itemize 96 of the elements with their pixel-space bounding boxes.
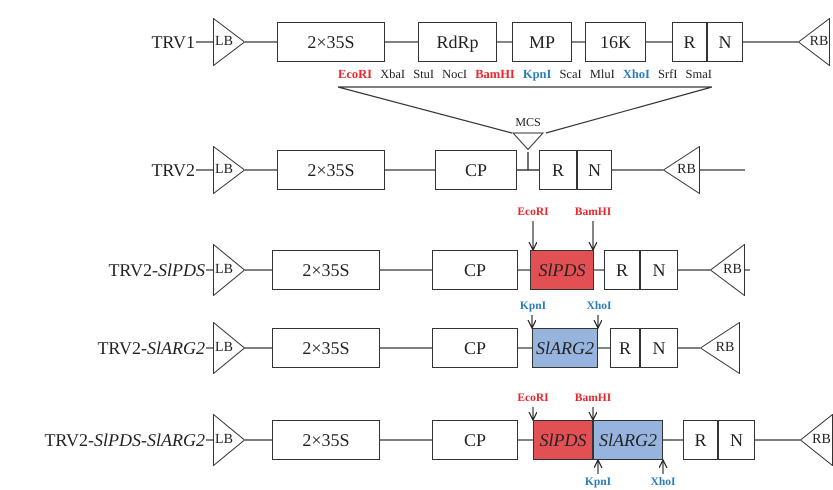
backbone-line — [678, 347, 700, 349]
restriction-site-label: NocI — [442, 67, 468, 82]
backbone-line — [385, 41, 418, 43]
element-box: CP — [432, 420, 518, 460]
restriction-site-label: EcoRI — [510, 391, 556, 405]
border-triangle: LB — [213, 322, 245, 374]
border-triangle: LB — [213, 414, 245, 466]
backbone-line — [518, 439, 533, 441]
element-box: R — [610, 328, 640, 368]
backbone-line — [196, 41, 213, 43]
element-box: N — [707, 22, 743, 62]
backbone-line — [700, 169, 745, 171]
restriction-site-label: EcoRI — [338, 67, 372, 82]
element-box: R — [683, 420, 718, 460]
element-box: 2×35S — [272, 420, 380, 460]
element-box: MP — [512, 22, 572, 62]
backbone-line — [594, 269, 604, 271]
leader-arrow — [588, 221, 598, 251]
gene-insert-box: SlARG2 — [532, 328, 598, 368]
border-triangle: RB — [798, 18, 830, 66]
element-box: N — [718, 420, 755, 460]
element-box: CP — [432, 328, 518, 368]
leader-arrow — [593, 459, 603, 474]
backbone-line — [497, 41, 512, 43]
backbone-line — [518, 347, 532, 349]
border-triangle: RB — [710, 244, 745, 296]
restriction-site-label: XhoI — [622, 67, 650, 82]
restriction-site-label: MluI — [590, 67, 615, 82]
border-triangle: RB — [800, 414, 833, 466]
restriction-site-label: EcoRI — [510, 205, 556, 219]
element-box: 2×35S — [272, 250, 380, 290]
backbone-line — [755, 439, 800, 441]
element-box: R — [539, 150, 577, 190]
element-box: N — [640, 250, 678, 290]
restriction-site-label: BamHI — [570, 391, 616, 405]
element-box: RdRp — [418, 22, 497, 62]
backbone-line — [245, 41, 277, 43]
construct-name: TRV2-SlARG2 — [60, 336, 205, 360]
backbone-line — [380, 439, 432, 441]
backbone-line — [196, 169, 213, 171]
backbone-line — [518, 269, 530, 271]
backbone-line — [678, 269, 710, 271]
border-triangle: RB — [700, 322, 740, 374]
restriction-site-label: SrfI — [658, 67, 678, 82]
leader-arrow — [588, 407, 598, 421]
gene-insert-box: SlARG2 — [593, 420, 663, 460]
backbone-line — [385, 169, 435, 171]
backbone-line — [245, 269, 272, 271]
backbone-line — [245, 439, 272, 441]
restriction-site-label: ScaI — [559, 67, 582, 82]
leader-arrow — [528, 407, 538, 421]
border-triangle: LB — [213, 18, 245, 66]
element-box: CP — [435, 150, 517, 190]
border-triangle: RB — [663, 146, 700, 194]
element-box: CP — [432, 250, 518, 290]
backbone-line — [646, 41, 672, 43]
backbone-line — [572, 41, 585, 43]
construct-name: TRV2-SlPDS-SlARG2 — [0, 428, 205, 452]
backbone-line — [245, 169, 277, 171]
leader-arrow — [658, 459, 668, 474]
construct-name: TRV1 — [100, 30, 195, 54]
backbone-line — [380, 347, 432, 349]
element-box: 2×35S — [272, 328, 380, 368]
construct-name: TRV2-SlPDS — [60, 258, 205, 282]
restriction-site-label: KpnI — [522, 67, 552, 82]
restriction-site-label: XhoI — [576, 299, 622, 313]
element-box: 2×35S — [277, 150, 385, 190]
restriction-site-label: StuI — [413, 67, 434, 82]
gene-insert-box: SlPDS — [530, 250, 594, 290]
backbone-line — [245, 347, 272, 349]
restriction-site-label: BamHI — [475, 67, 515, 82]
element-box: 16K — [585, 22, 646, 62]
gene-insert-box: SlPDS — [533, 420, 593, 460]
border-triangle: LB — [213, 244, 245, 296]
backbone-line — [598, 347, 610, 349]
element-box: R — [604, 250, 640, 290]
element-box: R — [672, 22, 707, 62]
border-triangle: LB — [213, 146, 245, 194]
leader-arrow — [528, 221, 538, 251]
restriction-site-label: KpnI — [510, 299, 556, 313]
mcs-stem-line — [527, 152, 539, 171]
restriction-site-label: SmaI — [686, 67, 712, 82]
restriction-site-label: BamHI — [570, 205, 616, 219]
restriction-site-label: KpnI — [575, 475, 621, 489]
restriction-site-label: XbaI — [380, 67, 406, 82]
element-box: N — [640, 328, 678, 368]
element-box: 2×35S — [277, 22, 385, 62]
backbone-line — [612, 169, 663, 171]
backbone-line — [743, 41, 798, 43]
element-box: N — [577, 150, 612, 190]
restriction-site-label: XhoI — [640, 475, 686, 489]
leader-arrow — [593, 315, 603, 329]
backbone-line — [380, 269, 432, 271]
construct-name: TRV2 — [100, 158, 195, 182]
leader-arrow — [527, 315, 537, 329]
backbone-line — [663, 439, 683, 441]
